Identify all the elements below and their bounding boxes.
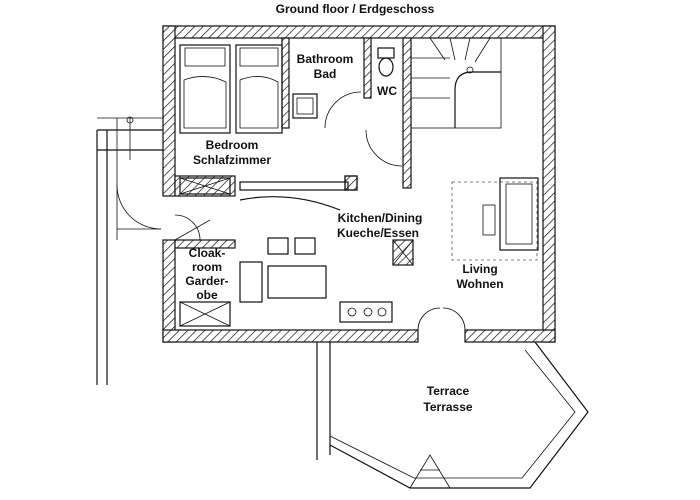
terrace-label-de: Terrasse (423, 400, 472, 414)
bathroom-label-de: Bad (314, 67, 337, 81)
living-furniture (451, 177, 539, 261)
cloakroom-label-de: Garder- (185, 274, 228, 288)
cloakroom-label-de-2: obe (196, 288, 218, 302)
staircase (410, 37, 502, 129)
living-label-en: Living (462, 262, 497, 276)
terrace (316, 341, 589, 489)
cloakroom-label-en: Cloak- (189, 246, 226, 260)
living-label-de: Wohnen (456, 277, 503, 291)
outer-walls (162, 25, 556, 343)
cloakroom-storage (179, 177, 231, 327)
terrace-label-en: Terrace (427, 384, 470, 398)
plan-title: Ground floor / Erdgeschoss (276, 2, 435, 16)
bathroom-fixtures (292, 91, 362, 129)
bedroom-label-en: Bedroom (206, 138, 259, 152)
doors (174, 214, 466, 331)
kitchen-label-en: Kitchen/Dining (338, 211, 423, 225)
room-labels: Bathroom Bad WC Bedroom Schlafzimmer Kit… (185, 52, 503, 414)
bathroom-label-en: Bathroom (297, 52, 354, 66)
wc-fixtures (365, 47, 403, 167)
kitchen-label-de: Kueche/Essen (337, 226, 419, 240)
wc-label: WC (377, 84, 397, 98)
double-bed (179, 44, 283, 134)
external-stair-left (96, 116, 163, 385)
bedroom-label-de: Schlafzimmer (193, 153, 271, 167)
kitchen-fixtures (239, 175, 414, 323)
cloakroom-label-en-2: room (192, 260, 222, 274)
